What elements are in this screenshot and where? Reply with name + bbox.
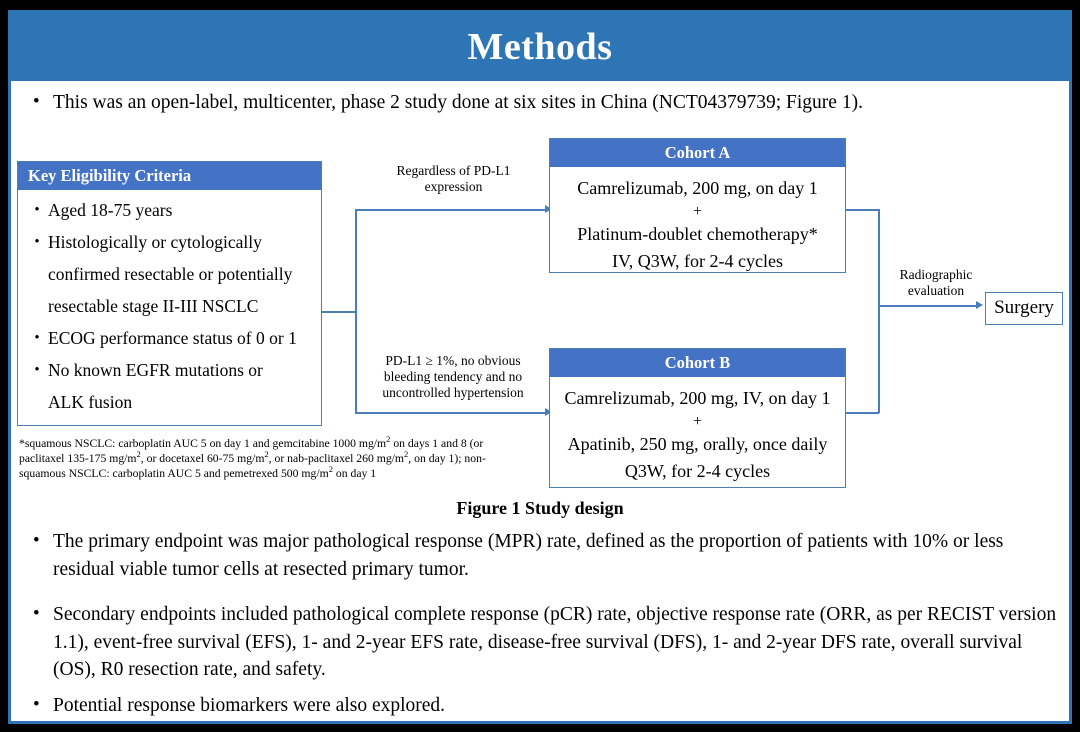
connector-trunk: [355, 209, 357, 413]
edge-label-pdl1-criteria: PD-L1 ≥ 1%, no obvious bleeding tendency…: [382, 353, 524, 400]
slide: Methods • This was an open-label, multic…: [8, 10, 1072, 724]
cohort-b-line: Q3W, for 2-4 cycles: [624, 461, 771, 481]
bullet-marker: •: [33, 694, 40, 715]
footnote-line: paclitaxel 135-175 mg/m2, or docetaxel 6…: [19, 449, 486, 465]
bullet-marker: •: [33, 91, 40, 112]
connector-stub: [322, 311, 356, 313]
cohort-b-box: Cohort B Camrelizumab, 200 mg, IV, on da…: [549, 348, 846, 488]
surgery-box: Surgery: [985, 292, 1063, 325]
intro-bullet-text: This was an open-label, multicenter, pha…: [53, 92, 863, 113]
connector-to-surgery: [878, 305, 978, 307]
cohort-a-box: Cohort A Camrelizumab, 200 mg, on day 1 …: [549, 138, 846, 273]
bullet-marker: •: [33, 603, 40, 624]
cohort-b-line: Apatinib, 250 mg, orally, once daily: [567, 434, 828, 454]
list-item-continuation: ALK fusion: [26, 387, 313, 418]
bullet-marker: •: [34, 330, 40, 346]
chemotherapy-footnote: *squamous NSCLC: carboplatin AUC 5 on da…: [19, 434, 549, 481]
slide-title-bar: Methods: [11, 13, 1069, 81]
cohort-a-header: Cohort A: [550, 139, 845, 167]
cohort-a-line: Platinum-doublet chemotherapy*: [577, 224, 818, 244]
footnote-line: squamous NSCLC: carboplatin AUC 5 and pe…: [19, 464, 377, 480]
study-design-figure: Key Eligibility Criteria • Aged 18-75 ye…: [11, 121, 1069, 521]
list-item-label: Aged 18-75 years: [48, 200, 173, 220]
endpoint-bullet-text: Secondary endpoints included pathologica…: [53, 604, 1057, 681]
cohort-b-line: +: [692, 413, 703, 430]
footnote-line: *squamous NSCLC: carboplatin AUC 5 on da…: [19, 434, 484, 450]
list-item-label: ECOG performance status of 0 or 1: [48, 328, 297, 348]
arrow-head-cohort-b: [545, 408, 552, 416]
edge-label-regardless-pdl1: Regardless of PD-L1 expression: [396, 163, 511, 194]
cohort-a-body: Camrelizumab, 200 mg, on day 1 + Platinu…: [550, 167, 845, 281]
bullet-marker: •: [34, 202, 40, 218]
cohort-b-line: Camrelizumab, 200 mg, IV, on day 1: [564, 388, 831, 408]
arrow-head-cohort-a: [545, 205, 552, 213]
cohort-b-header: Cohort B: [550, 349, 845, 377]
connector-to-cohort-a: [355, 209, 547, 211]
connector-to-cohort-b: [355, 412, 547, 414]
list-item-label: ALK fusion: [48, 392, 133, 412]
connector-merge-trunk: [878, 209, 880, 413]
cohort-a-line: Camrelizumab, 200 mg, on day 1: [577, 178, 818, 198]
figure-caption: Figure 1 Study design: [456, 498, 624, 518]
cohort-a-line: IV, Q3W, for 2-4 cycles: [612, 251, 783, 271]
list-item-label: Histologically or cytologically: [48, 232, 262, 252]
list-item-continuation: resectable stage II-III NSCLC: [26, 291, 313, 322]
endpoint-bullet: • Secondary endpoints included pathologi…: [27, 601, 1057, 684]
edge-label-radiographic-evaluation: Radiographic evaluation: [899, 267, 973, 298]
arrow-head-surgery: [976, 301, 983, 309]
list-item-label: confirmed resectable or potentially: [48, 264, 293, 284]
page-title: Methods: [467, 26, 613, 68]
bullet-marker: •: [34, 234, 40, 250]
endpoint-bullet-text: Potential response biomarkers were also …: [53, 695, 446, 716]
list-item: • No known EGFR mutations or: [26, 355, 313, 386]
list-item-continuation: confirmed resectable or potentially: [26, 259, 313, 290]
bullet-marker: •: [34, 362, 40, 378]
list-item: • ECOG performance status of 0 or 1: [26, 323, 313, 354]
intro-bullet: • This was an open-label, multicenter, p…: [27, 89, 1057, 117]
endpoint-bullet: • The primary endpoint was major patholo…: [27, 528, 1053, 583]
list-item: • Histologically or cytologically: [26, 227, 313, 258]
cohort-b-body: Camrelizumab, 200 mg, IV, on day 1 + Apa…: [550, 377, 845, 491]
bullet-marker: •: [33, 530, 40, 551]
list-item-label: resectable stage II-III NSCLC: [48, 296, 259, 316]
connector-cohort-a-out: [846, 209, 879, 211]
connector-cohort-b-out: [846, 412, 879, 414]
list-item: • Aged 18-75 years: [26, 195, 313, 226]
endpoint-bullet: • Potential response biomarkers were als…: [27, 692, 1053, 720]
list-item-label: No known EGFR mutations or: [48, 360, 263, 380]
cohort-a-line: +: [692, 203, 703, 220]
endpoint-bullet-text: The primary endpoint was major pathologi…: [53, 531, 1004, 580]
eligibility-box: Key Eligibility Criteria • Aged 18-75 ye…: [17, 161, 322, 426]
eligibility-body: • Aged 18-75 years • Histologically or c…: [18, 190, 321, 425]
surgery-label: Surgery: [994, 297, 1054, 318]
eligibility-header: Key Eligibility Criteria: [18, 162, 321, 190]
